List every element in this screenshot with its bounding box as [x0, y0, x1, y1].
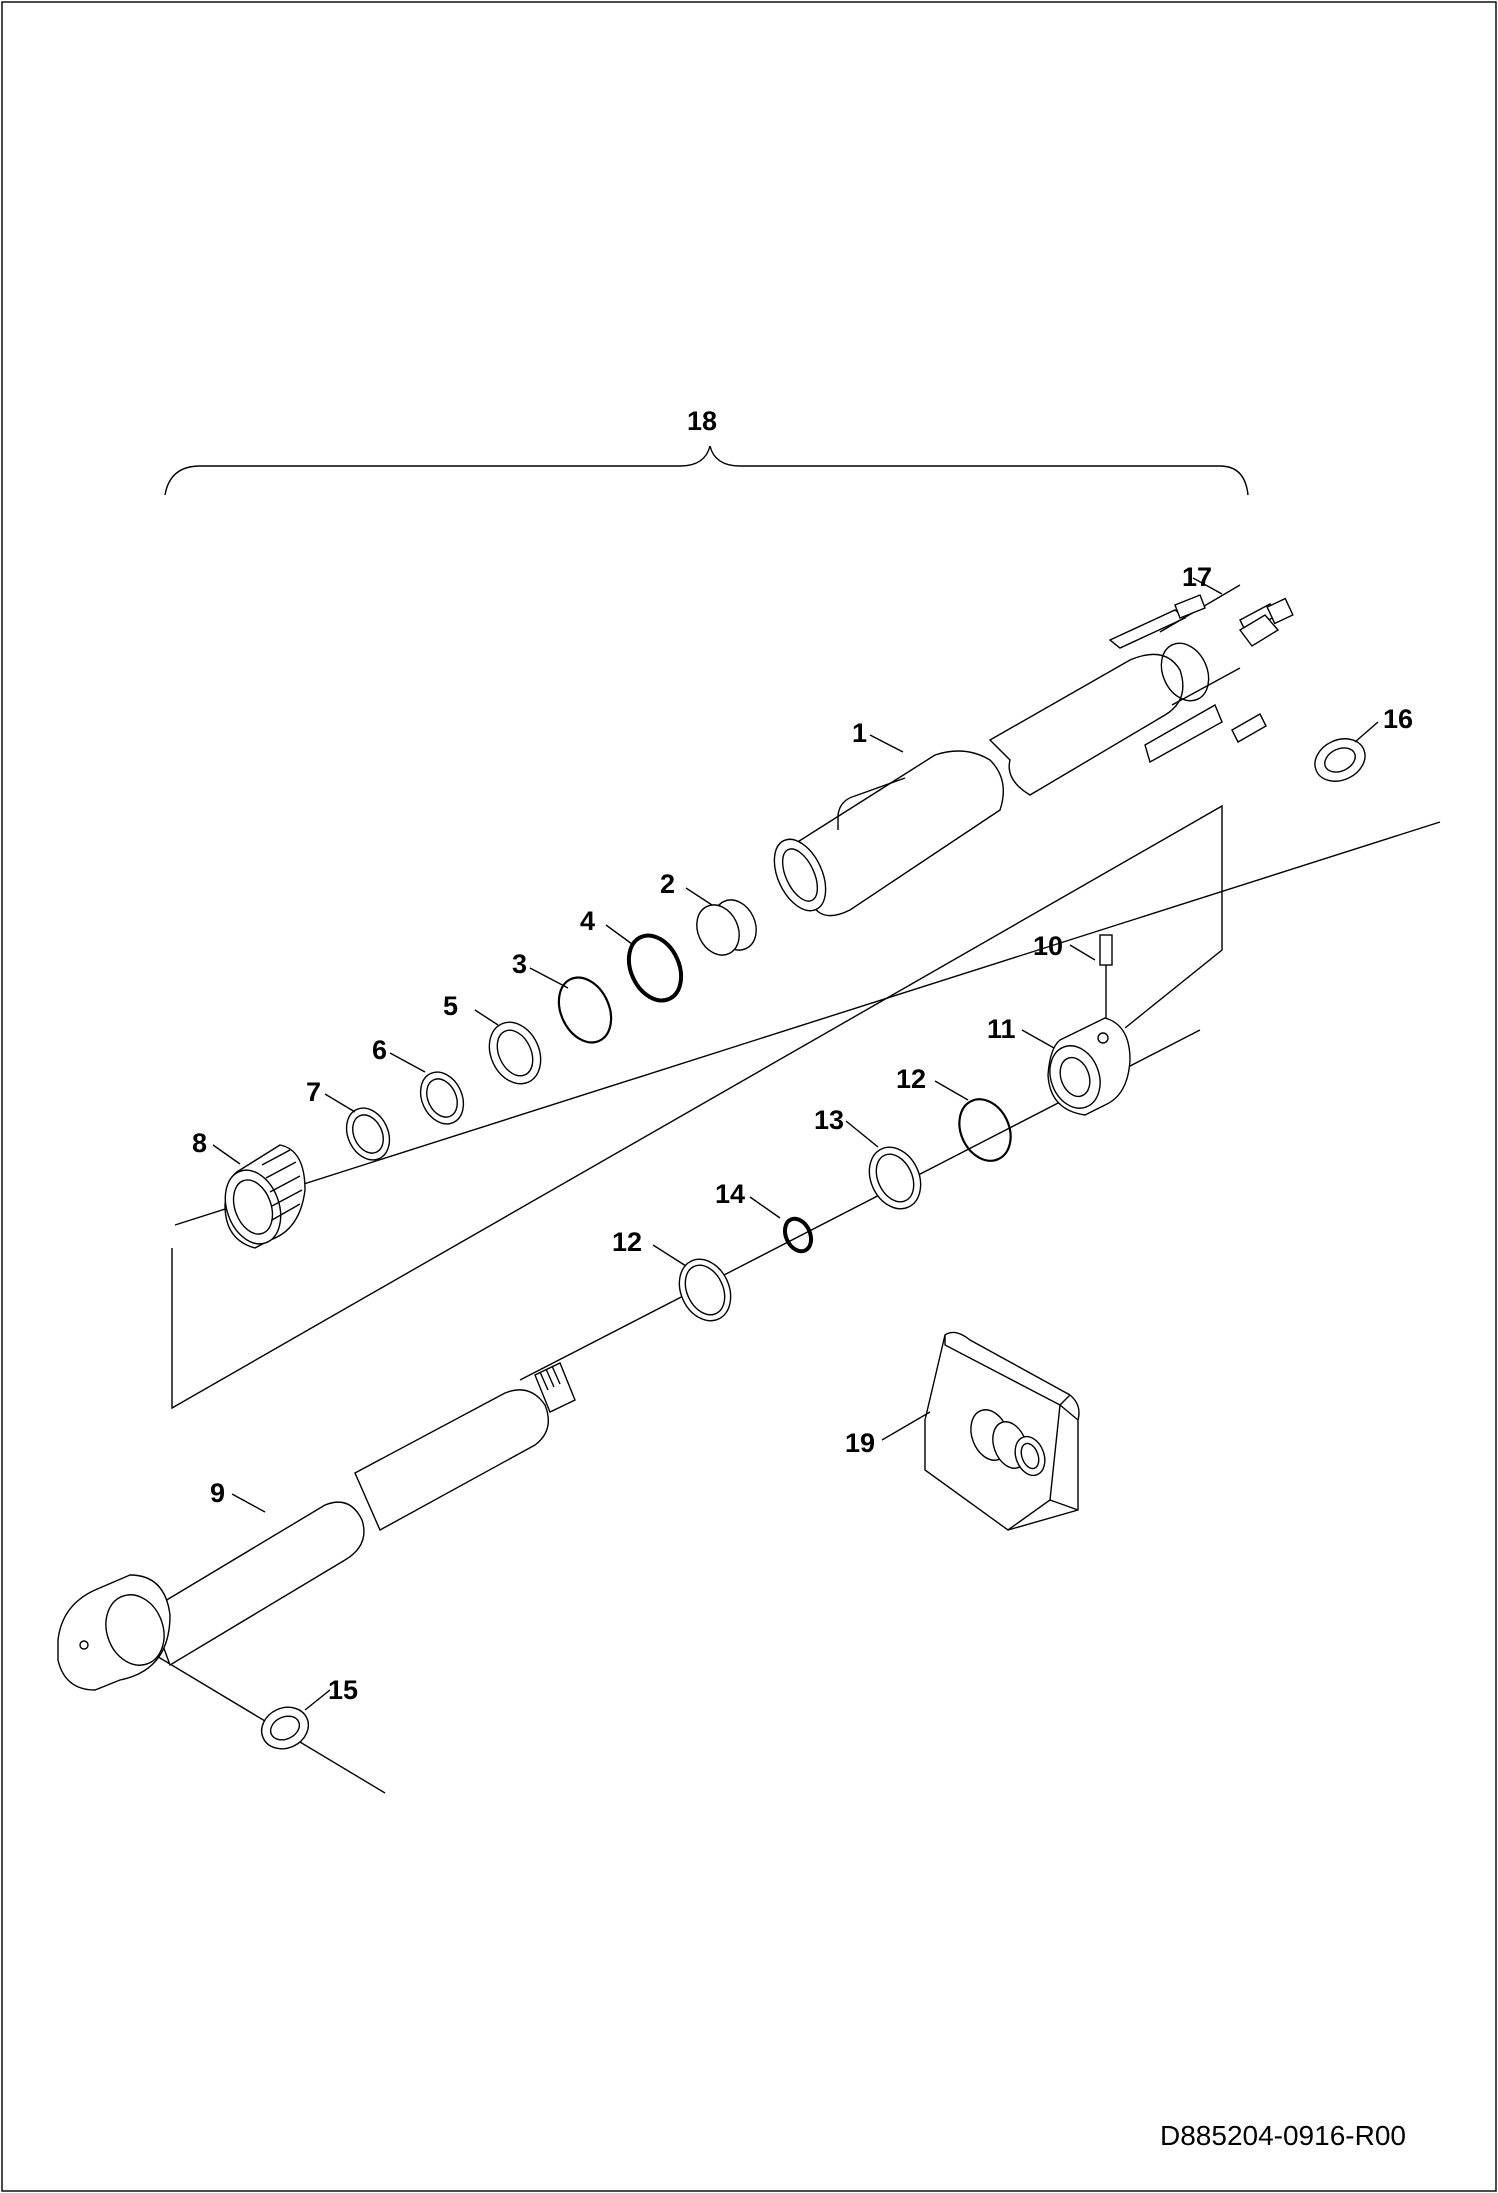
- callout-5: 5: [443, 991, 458, 1021]
- callout-15: 15: [328, 1675, 358, 1705]
- part-3: [557, 976, 613, 1044]
- part-2: [696, 899, 757, 956]
- callout-9: 9: [210, 1478, 225, 1508]
- upper-axis-line: [174, 821, 1441, 1226]
- callout-11: 11: [987, 1014, 1016, 1044]
- group-bracket-line: [171, 804, 1223, 1410]
- callout-19: 19: [845, 1428, 875, 1458]
- part-6: [419, 1071, 465, 1125]
- callout-12-upper: 12: [896, 1064, 926, 1094]
- part-5: [488, 1021, 542, 1085]
- callout-7: 7: [306, 1077, 321, 1107]
- callout-14: 14: [715, 1179, 745, 1209]
- part-19-seal-kit: [924, 1331, 1080, 1531]
- part-14-oring: [782, 1216, 814, 1254]
- bushing-15: [260, 1706, 310, 1750]
- part-12-lower: [678, 1258, 732, 1322]
- callout-13: 13: [814, 1105, 844, 1135]
- part-4-oring: [626, 933, 684, 1003]
- rod-pin-axis-line: [129, 1639, 386, 1794]
- assembly-brace: [164, 445, 1249, 496]
- callout-2: 2: [660, 869, 675, 899]
- part-12-upper: [958, 1098, 1012, 1162]
- callout-4: 4: [580, 906, 595, 936]
- callout-18: 18: [687, 406, 717, 436]
- callout-1: 1: [852, 718, 867, 748]
- callout-3: 3: [512, 949, 527, 979]
- part-7: [345, 1107, 391, 1161]
- part-11-piston: [1047, 1017, 1131, 1116]
- callout-6: 6: [372, 1035, 387, 1065]
- cylinder-barrel: [773, 584, 1277, 917]
- part-9-rod: [57, 1362, 576, 1691]
- callout-10: 10: [1033, 931, 1063, 961]
- callout-16: 16: [1383, 704, 1413, 734]
- document-id: D885204-0916-R00: [1160, 2120, 1406, 2151]
- bushing-16: [1314, 738, 1366, 782]
- leader-lines: [212, 577, 1379, 1711]
- callout-12-lower: 12: [612, 1227, 642, 1257]
- part-8-gland: [224, 1144, 306, 1249]
- grease-fitting: [1238, 597, 1294, 647]
- callout-8: 8: [192, 1128, 207, 1158]
- part-13: [868, 1146, 922, 1210]
- callout-17: 17: [1182, 562, 1212, 592]
